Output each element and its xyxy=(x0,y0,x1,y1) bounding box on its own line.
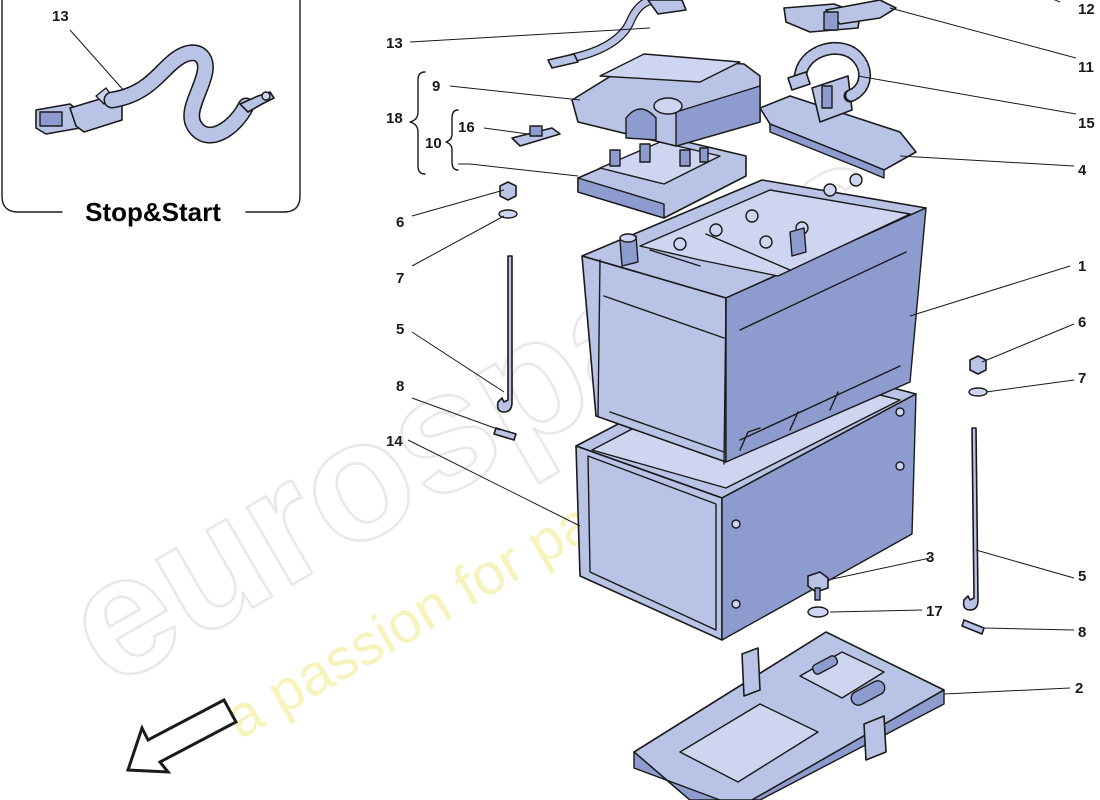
callout-5-left: 5 xyxy=(396,321,404,338)
callout-1: 1 xyxy=(1078,258,1086,275)
inset-leader-13 xyxy=(69,29,127,94)
callout-9: 9 xyxy=(432,78,440,95)
callout-8-right: 8 xyxy=(1078,624,1086,641)
positive-cable xyxy=(547,0,687,69)
callout-13: 13 xyxy=(386,35,403,52)
direction-arrow-icon xyxy=(125,697,239,774)
callout-7-right: 7 xyxy=(1078,370,1086,387)
callout-16: 16 xyxy=(458,119,475,136)
split-pin-left xyxy=(493,427,517,441)
brace-18 xyxy=(409,71,426,175)
battery-terminal xyxy=(619,227,807,267)
callout-5-right: 5 xyxy=(1078,568,1086,585)
battery-tray xyxy=(633,631,945,800)
stop-start-inset: Stop&Start 13 xyxy=(1,0,301,227)
callout-11: 11 xyxy=(1078,59,1094,76)
inset-callout-13: 13 xyxy=(52,8,69,25)
callout-15: 15 xyxy=(1078,115,1095,132)
nut-right xyxy=(969,355,987,375)
rod-right xyxy=(962,427,979,611)
washer-bolt xyxy=(807,606,829,618)
washer-right xyxy=(968,387,988,397)
callout-12: 12 xyxy=(1078,1,1095,18)
nut-left xyxy=(499,181,517,201)
stop-start-cable xyxy=(35,44,275,144)
callout-7-left: 7 xyxy=(396,270,404,287)
inset-title: Stop&Start xyxy=(85,197,221,227)
bolt xyxy=(807,571,829,601)
callout-6-right: 6 xyxy=(1078,314,1086,331)
callout-6-left: 6 xyxy=(396,214,404,231)
terminal-clamp xyxy=(759,75,917,179)
battery-sensor xyxy=(783,0,897,33)
callouts: 1 2 3 4 5 5 6 6 7 7 8 8 9 10 11 12 13 14… xyxy=(386,1,1095,697)
brace-10 xyxy=(445,109,459,171)
callout-17: 17 xyxy=(926,603,943,620)
battery xyxy=(581,173,927,465)
leader-lines xyxy=(407,0,1077,695)
callout-3: 3 xyxy=(926,549,934,566)
callout-18: 18 xyxy=(386,110,403,127)
split-pin-right xyxy=(961,619,985,635)
callout-8-left: 8 xyxy=(396,378,404,395)
terminal-cover xyxy=(571,53,761,147)
callout-14: 14 xyxy=(386,433,403,450)
callout-2: 2 xyxy=(1075,680,1083,697)
callout-4: 4 xyxy=(1078,162,1087,179)
rod-left xyxy=(496,255,513,413)
connector-clip xyxy=(511,125,561,147)
inset-frame xyxy=(1,0,301,213)
callout-10: 10 xyxy=(425,135,442,152)
terminal-block xyxy=(577,137,747,219)
ground-cable xyxy=(787,41,871,103)
